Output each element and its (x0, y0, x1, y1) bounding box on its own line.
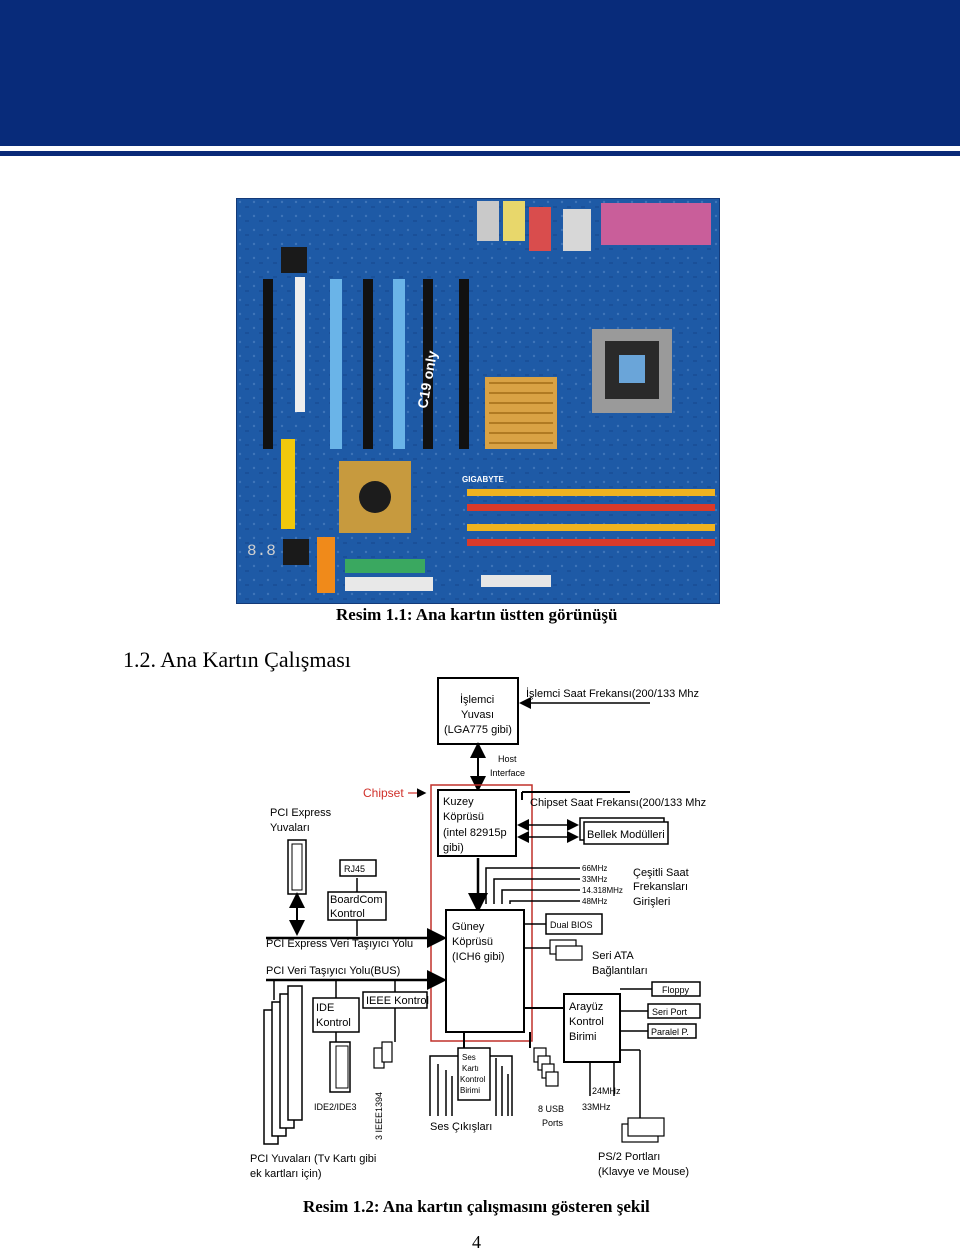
board-brand-label: GIGABYTE (462, 475, 504, 484)
sound-unit-line2: Kartı (462, 1064, 479, 1073)
floppy-label: Floppy (662, 985, 690, 995)
dual-bios-label: Dual BIOS (550, 920, 593, 930)
serial-port-label: Seri Port (652, 1007, 688, 1017)
broadcom-line2: Kontrol (330, 908, 365, 920)
northbridge-line4: gibi) (443, 842, 464, 854)
section-title: 1.2. Ana Kartın Çalışması (123, 647, 351, 672)
freq-14318: 14.318MHz (582, 886, 623, 895)
cpu-clock-label: İşlemci Saat Frekansı(200/133 Mhz (526, 687, 699, 700)
ieee-ctrl-label: IEEE Kontrol (366, 995, 429, 1007)
io-unit-line2: Kontrol (569, 1016, 604, 1028)
figure1-caption: Resim 1.1: Ana kartın üstten görünüşü (336, 605, 618, 624)
southbridge-line1: Güney (452, 921, 485, 933)
clock-inputs-line2: Frekansları (633, 881, 688, 893)
usb-line1: 8 USB (538, 1104, 564, 1114)
sound-out-label: Ses Çıkışları (430, 1121, 492, 1133)
usb-line2: Ports (542, 1118, 564, 1128)
pcie-bus-label: PCI Express Veri Taşıyıcı Yolu (266, 938, 413, 950)
ide-ports-label: IDE2/IDE3 (314, 1102, 357, 1112)
southbridge-line2: Köprüsü (452, 936, 493, 948)
freq-33: 33MHz (582, 875, 607, 884)
memory-modules-label: Bellek Modülleri (587, 829, 665, 841)
broadcom-line1: BoardCom (330, 894, 383, 906)
pcie-slots-line1: PCI Express (270, 807, 332, 819)
freq-48: 48MHz (582, 897, 607, 906)
io-clock-33: 33MHz (582, 1102, 611, 1112)
sound-unit-line1: Ses (462, 1053, 476, 1062)
rj45-label: RJ45 (344, 864, 365, 874)
northbridge-line2: Köprüsü (443, 811, 484, 823)
ide-ctrl-line1: IDE (316, 1002, 334, 1014)
svg-text:8.8: 8.8 (247, 542, 276, 560)
ieee-ports-label: 3 IEEE1394 (374, 1092, 384, 1140)
page-number: 4 (472, 1232, 481, 1252)
southbridge-line3: (ICH6 gibi) (452, 951, 505, 963)
pci-slots-line1: PCI Yuvaları (Tv Kartı gibi (250, 1153, 376, 1165)
clock-inputs-line1: Çeşitli Saat (633, 867, 689, 879)
pci-slots-line2: ek kartları için) (250, 1168, 322, 1180)
freq-66: 66MHz (582, 864, 607, 873)
header-divider (0, 151, 960, 156)
clock-inputs-line3: Girişleri (633, 896, 670, 908)
cpu-socket-line1: İşlemci (460, 693, 494, 706)
io-unit-line1: Arayüz (569, 1001, 603, 1013)
northbridge-line3: (intel 82915p (443, 827, 507, 839)
figure2-caption: Resim 1.2: Ana kartın çalışmasını göster… (303, 1197, 650, 1216)
host-interface-line2: Interface (490, 768, 525, 778)
chipset-clock-label: Chipset Saat Frekansı(200/133 Mhz (530, 797, 706, 809)
host-interface-line1: Host (498, 754, 517, 764)
pcie-slots-line2: Yuvaları (270, 822, 310, 834)
sata-line2: Bağlantıları (592, 965, 648, 977)
chipset-label: Chipset (363, 786, 404, 800)
io-unit-line3: Birimi (569, 1031, 597, 1043)
sound-unit-line4: Birimi (460, 1086, 480, 1095)
sata-line1: Seri ATA (592, 950, 634, 962)
sound-unit-line3: Kontrol (460, 1075, 486, 1084)
cpu-socket-line3: (LGA775 gibi) (444, 724, 512, 736)
ps2-line2: (Klavye ve Mouse) (598, 1166, 689, 1178)
motherboard-photo: GIGABYTE C19 only 8.8 (236, 198, 720, 604)
pci-bus-label: PCI Veri Taşıyıcı Yolu(BUS) (266, 965, 400, 977)
cpu-socket-line2: Yuvası (461, 709, 494, 721)
parallel-port-label: Paralel P. (651, 1027, 689, 1037)
io-clock-24: 24MHz (592, 1086, 621, 1096)
ps2-line1: PS/2 Portları (598, 1151, 660, 1163)
ide-ctrl-line2: Kontrol (316, 1017, 351, 1029)
header-banner (0, 0, 960, 146)
motherboard-block-diagram: İşlemci Yuvası (LGA775 gibi) İşlemci Saa… (250, 677, 706, 1180)
northbridge-line1: Kuzey (443, 796, 474, 808)
